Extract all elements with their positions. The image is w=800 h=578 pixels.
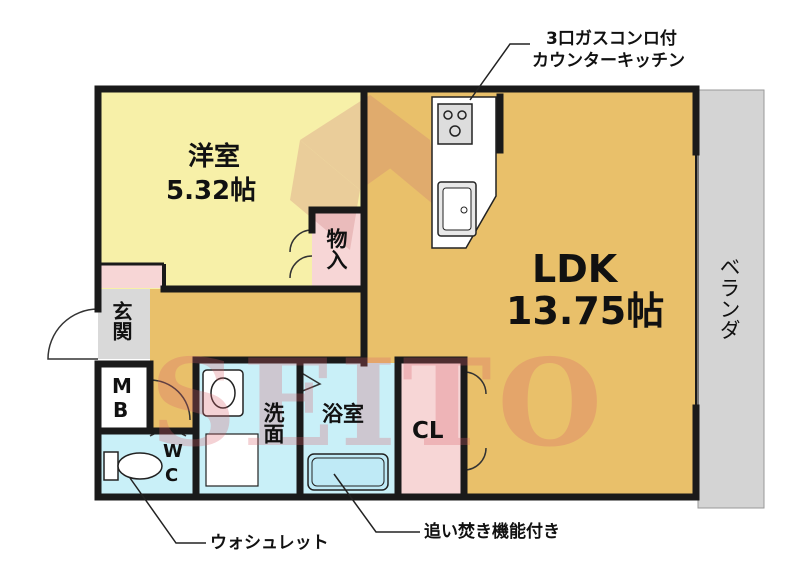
storage-floor: [312, 210, 364, 289]
hall-floor: [150, 289, 364, 363]
western-room-size: 5.32帖: [166, 176, 257, 206]
bath-annotation: 追い焚き機能付き: [424, 522, 560, 542]
washbasin-icon: [202, 369, 244, 417]
wc-label-top: W: [163, 441, 183, 462]
walls: [94, 85, 700, 501]
mb-label-bottom: B: [113, 398, 129, 422]
entrance-label: 玄関: [109, 301, 133, 341]
closet-floor: [400, 363, 464, 497]
leader-lines: [129, 43, 530, 544]
balcony-label: ベランダ: [717, 256, 741, 340]
ldk-size: 13.75帖: [506, 289, 665, 333]
kitchen-annotation-line1: 3口ガスコンロ付: [546, 29, 677, 49]
kitchen-annotation-line2: カウンターキッチン: [532, 51, 685, 71]
kitchen-counter: [431, 96, 497, 249]
toilet-icon: [103, 451, 163, 481]
hall-lower-floor: [150, 360, 196, 436]
storage-label: 物入: [324, 228, 348, 270]
balcony-area: [697, 89, 765, 509]
toilet-annotation: ウォシュレット: [210, 533, 329, 553]
watermark-text: SEITO: [150, 333, 609, 474]
bathroom-label: 浴室: [322, 402, 364, 426]
gas-stove-icon: [437, 103, 473, 145]
closet-label: CL: [412, 418, 444, 444]
washroom-label: 洗面: [261, 402, 285, 444]
entrance-pink: [100, 264, 164, 288]
mb-floor: [98, 365, 148, 427]
western-room-name: 洋室: [188, 142, 241, 172]
entrance-floor: [98, 289, 150, 359]
mb-label-top: M: [112, 374, 132, 398]
bathtub-icon: [307, 453, 389, 491]
wc-label-bottom: C: [165, 465, 179, 486]
washing-machine-space: [205, 433, 259, 487]
ldk-name: LDK: [532, 247, 618, 291]
